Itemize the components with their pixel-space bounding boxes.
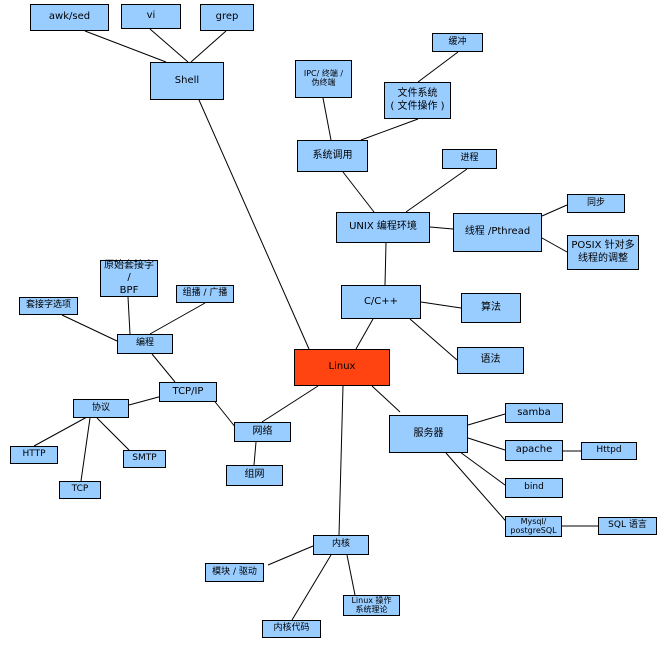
node-socket-options: 套接字选项 (19, 297, 78, 315)
edge-fs-buffer (417, 51, 459, 83)
node-sql: SQL 语言 (598, 517, 657, 535)
node-samba: samba (505, 403, 563, 423)
node-tcp: TCP (59, 481, 101, 499)
edge-syscall-ipc (322, 97, 332, 141)
edge-syscall-fs (360, 118, 419, 141)
node-module-driver: 模块 / 驱动 (205, 563, 264, 582)
node-protocol: 协议 (73, 399, 129, 418)
node-posix-thread: POSIX 针对多 线程的调整 (567, 235, 639, 270)
edge-kernel-code (291, 554, 332, 621)
node-awk-sed: awk/sed (30, 4, 109, 31)
node-thread: 线程 /Pthread (453, 213, 542, 252)
node-server: 服务器 (389, 415, 468, 453)
edge-unix-syscall (342, 171, 375, 213)
node-network: 网络 (234, 422, 291, 442)
edge-linux-kernel (338, 385, 344, 536)
edge-programming-raw (127, 296, 131, 335)
node-unix-env: UNIX 编程环境 (336, 212, 430, 243)
node-shell: Shell (150, 62, 224, 100)
edge-unix-process (405, 168, 468, 213)
edge-linux-network (261, 385, 319, 423)
edge-server-samba (467, 413, 506, 426)
node-apache: apache (505, 440, 563, 461)
edge-shell-vi (149, 28, 189, 63)
node-algorithm: 算法 (461, 293, 521, 323)
node-programming: 编程 (117, 334, 173, 354)
node-syscall: 系统调用 (297, 140, 368, 172)
node-cpp: C/C++ (341, 285, 421, 319)
edge-network-networking (253, 441, 257, 466)
node-process: 进程 (442, 149, 497, 169)
edge-protocol-tcp (80, 417, 91, 482)
node-vi: vi (121, 4, 181, 29)
node-os-theory: Linux 操作 系统理论 (343, 595, 400, 616)
node-buffer: 缓冲 (432, 33, 483, 52)
edge-server-apache (467, 437, 506, 451)
edge-kernel-module (267, 545, 314, 566)
edge-protocol-http (33, 416, 88, 447)
edge-thread-sync (541, 204, 568, 217)
edge-cpp-grammar (409, 318, 458, 361)
node-grammar: 语法 (457, 347, 524, 374)
edge-cpp-unix (384, 242, 387, 286)
node-httpd: Httpd (581, 442, 637, 460)
edge-protocol-smtp (96, 417, 130, 451)
edge-unix-thread (429, 226, 454, 230)
node-ipc: IPC/ 终端 / 伪终端 (295, 60, 352, 98)
node-http: HTTP (10, 446, 58, 464)
edge-server-mysql (445, 452, 512, 528)
edge-server-bind (459, 451, 506, 486)
node-raw-socket: 原始套接字 / BPF (100, 260, 158, 297)
edge-programming-socketopt (61, 314, 118, 342)
edge-shell-awk (84, 30, 167, 63)
edge-programming-multicast (149, 302, 206, 335)
edge-linux-cpp (355, 318, 374, 350)
node-grep: grep (200, 4, 254, 31)
edge-linux-server (371, 385, 401, 413)
node-kernel-code: 内核代码 (262, 620, 321, 638)
node-sync: 同步 (567, 194, 625, 213)
node-networking: 组网 (226, 465, 283, 486)
edge-tcpip-programming (151, 353, 176, 383)
edge-linux-shell (198, 99, 310, 350)
edge-kernel-ostheory (346, 554, 356, 596)
node-multicast: 组播 / 广播 (176, 285, 234, 303)
node-kernel: 内核 (313, 535, 369, 555)
edge-shell-grep (190, 30, 227, 63)
node-bind: bind (505, 478, 563, 498)
node-filesystem: 文件系统 ( 文件操作 ) (384, 82, 451, 119)
node-tcpip: TCP/IP (159, 382, 217, 402)
node-smtp: SMTP (123, 450, 166, 468)
node-mysql: Mysql/ postgreSQL (505, 516, 562, 537)
node-linux: Linux (294, 349, 390, 386)
edge-cpp-algorithm (420, 301, 462, 309)
edge-thread-posix (541, 237, 568, 253)
